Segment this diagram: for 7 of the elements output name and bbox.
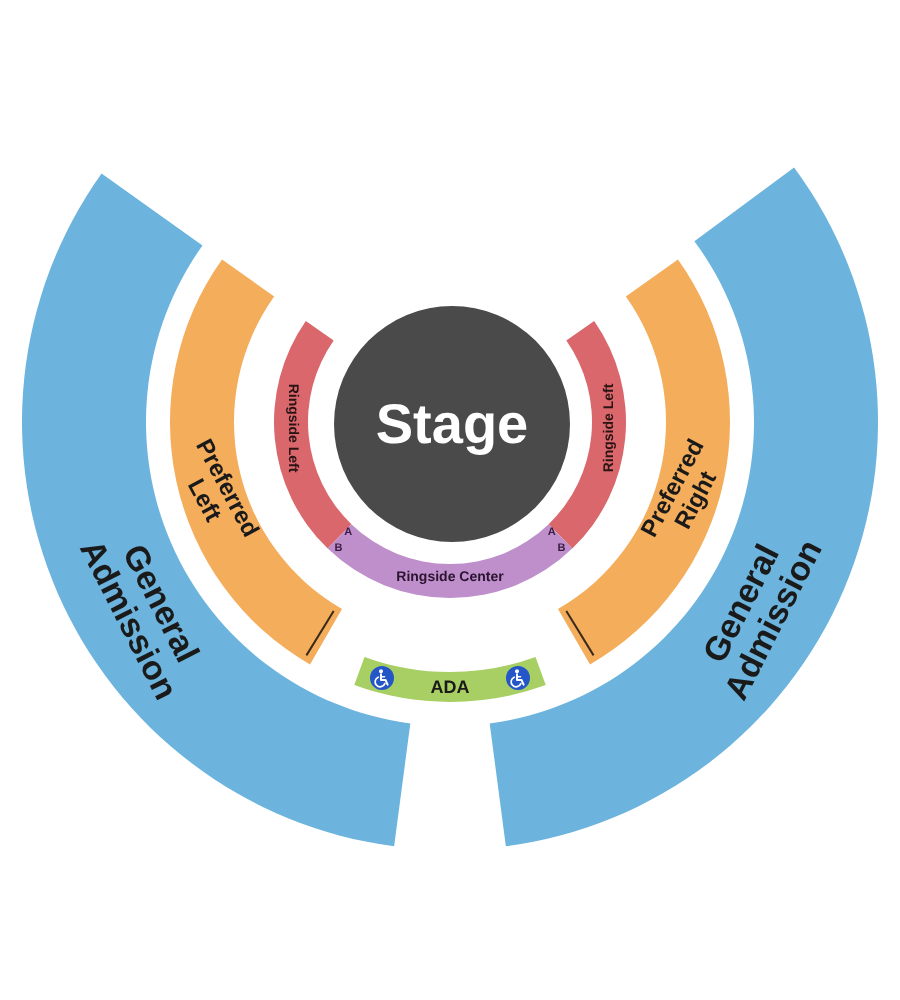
seating-section <box>326 524 574 598</box>
stage <box>334 306 570 542</box>
seating-section <box>354 656 546 702</box>
seating-section <box>274 320 352 550</box>
stage-label: Stage <box>375 394 529 454</box>
section-label: ADA <box>430 678 470 698</box>
seating-section <box>548 320 626 550</box>
